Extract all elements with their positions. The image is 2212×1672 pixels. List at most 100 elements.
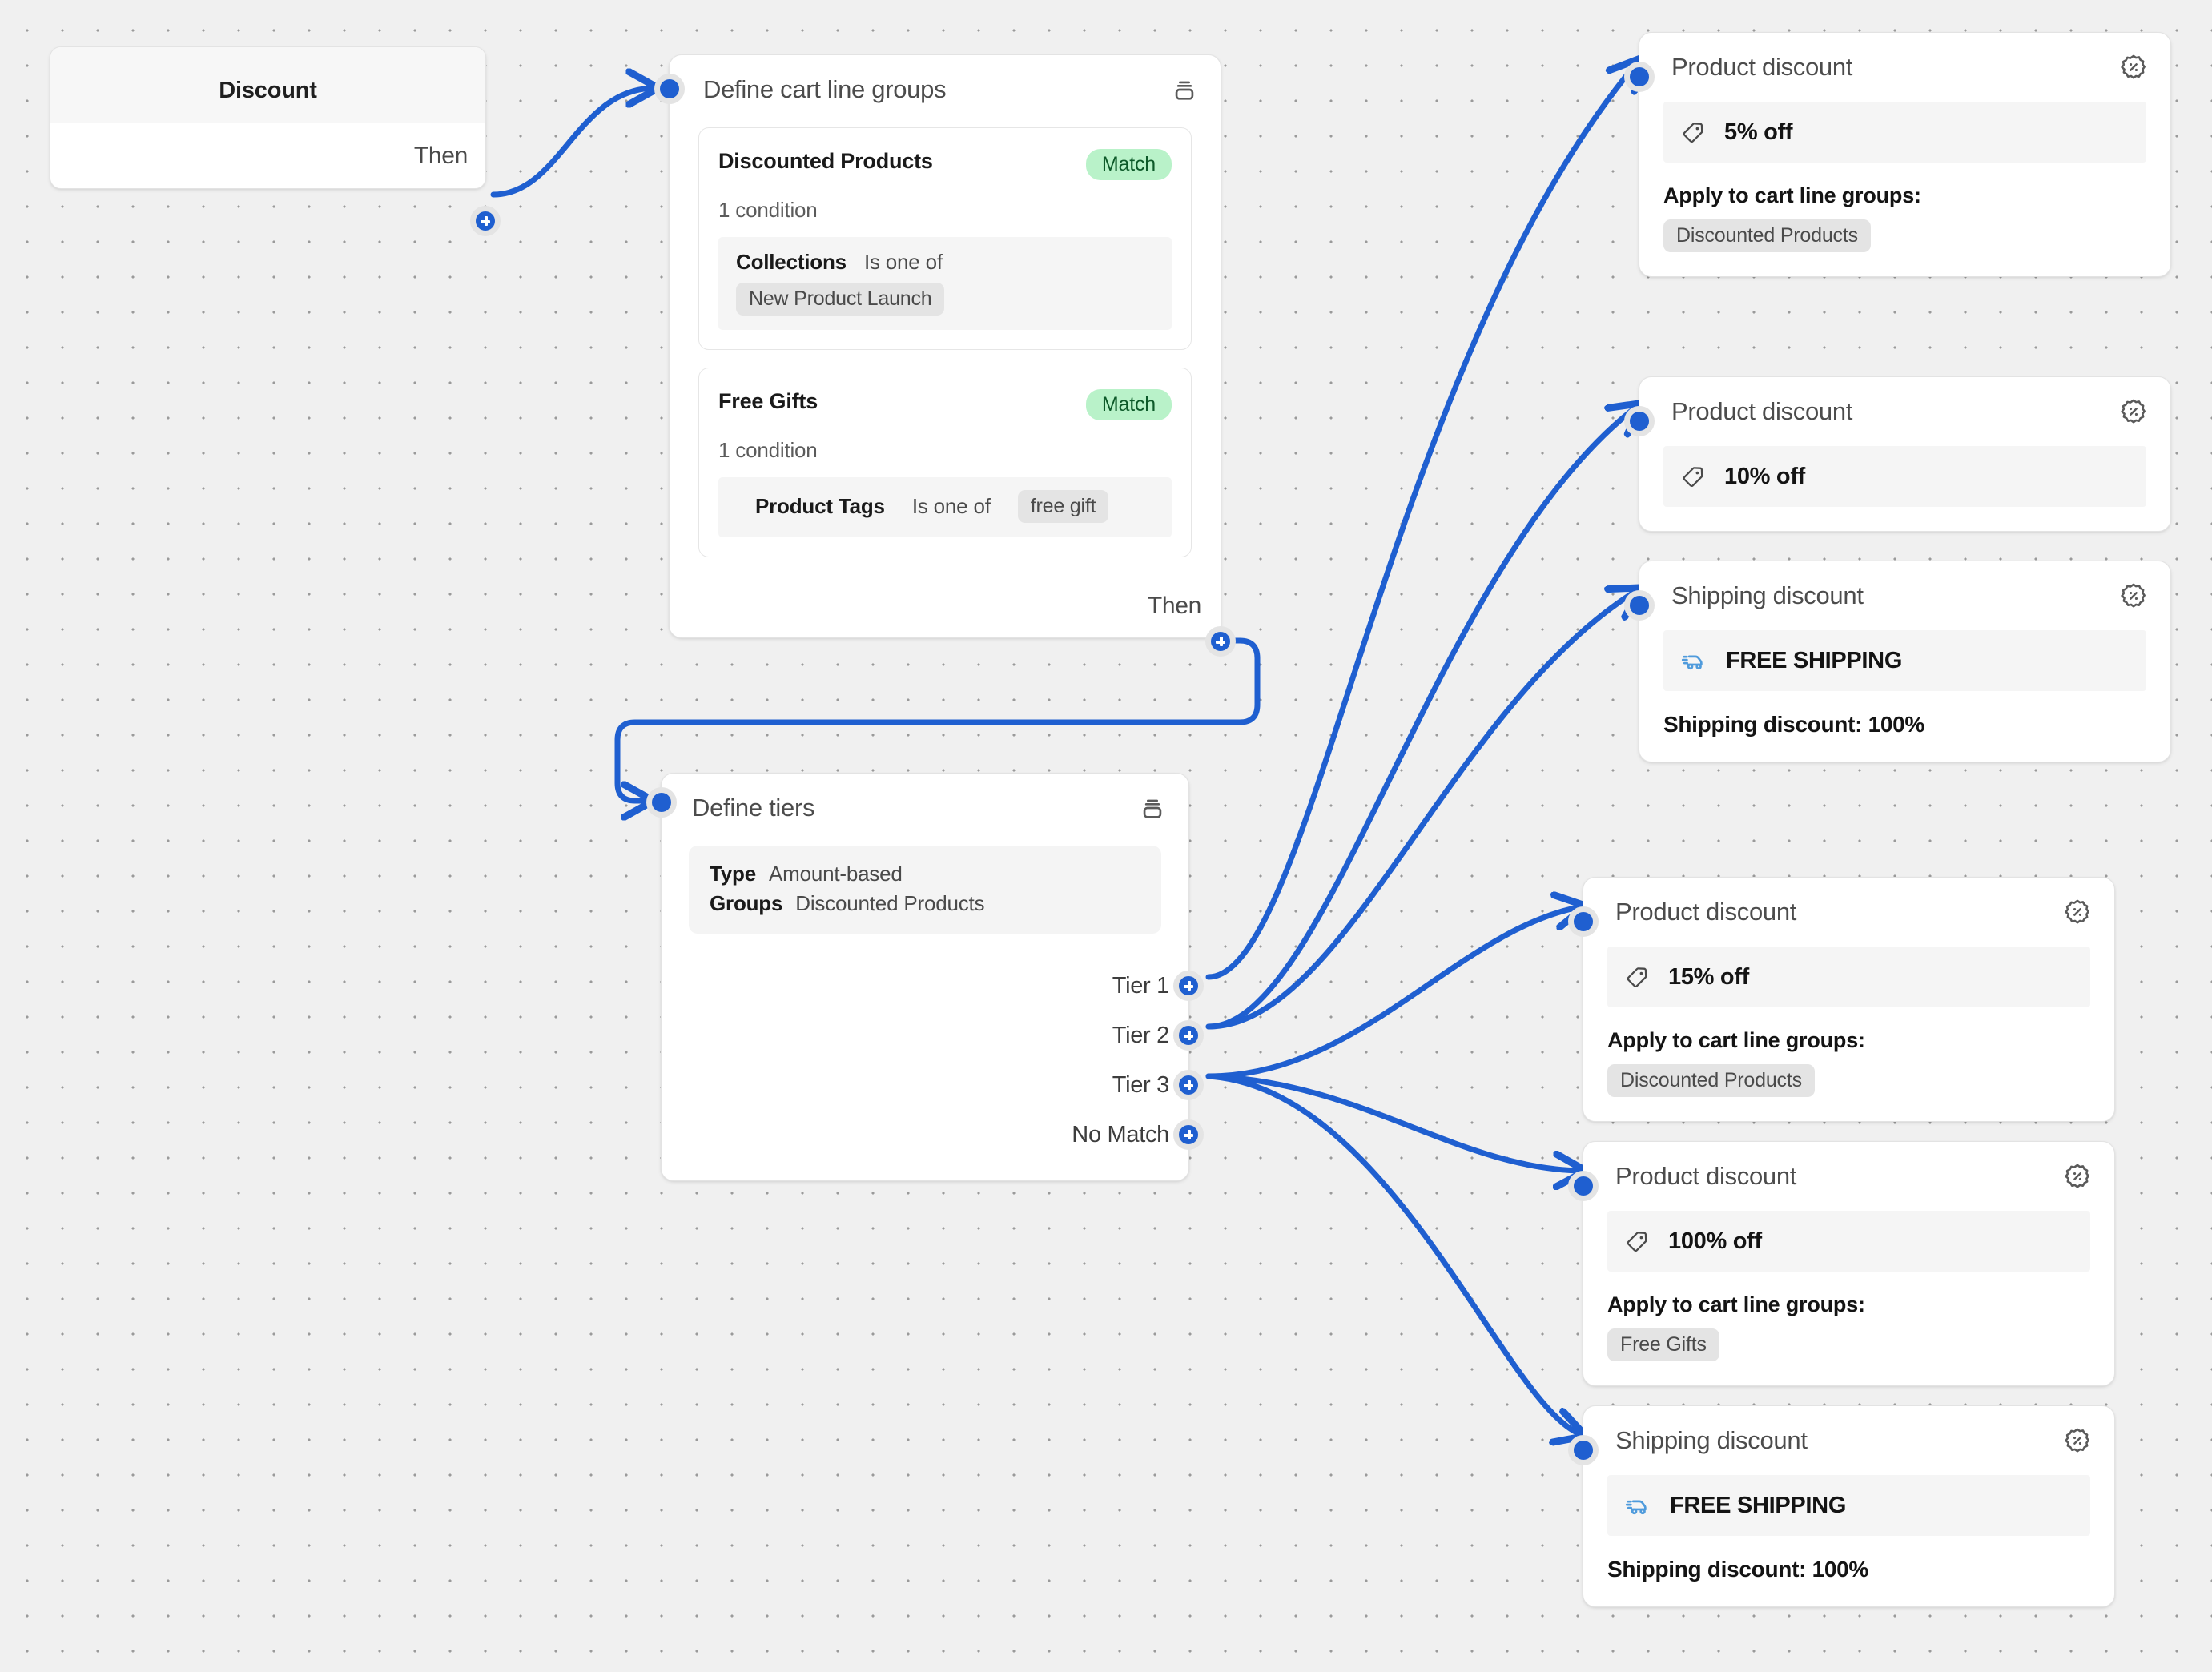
edge-tier2-to-shipping-top	[1205, 589, 1639, 1030]
card-value-box: 10% off	[1663, 446, 2146, 507]
group-name: Free Gifts	[718, 389, 818, 413]
layers-stack-icon[interactable]	[1139, 794, 1166, 822]
tier-1-output-port-plus-icon[interactable]	[1173, 971, 1204, 1001]
groups-then-label: Then	[1147, 593, 1201, 619]
card-input-port[interactable]	[1624, 62, 1655, 92]
group-match-badge: Match	[1085, 389, 1172, 420]
define-tiers-node[interactable]: Define tiers Type Amount-based Groups Di…	[646, 773, 1204, 1181]
card-header: Product discount	[1583, 1142, 2114, 1211]
edge-tier3-to-shipping-bottom	[1205, 1073, 1583, 1435]
condition-field: Product Tags	[755, 494, 885, 518]
tier-2-output-port-plus-icon[interactable]	[1173, 1020, 1204, 1051]
tier-output-row-1[interactable]: Tier 1	[662, 961, 1204, 1011]
group-card-free-gifts[interactable]: Free Gifts Match 1 condition Product Tag…	[698, 368, 1192, 557]
card-header: Shipping discount	[1639, 561, 2170, 630]
apply-group-chip: Discounted Products	[1663, 219, 1871, 252]
tiers-property-groups: Groups Discounted Products	[710, 891, 1140, 916]
card-input-port[interactable]	[1568, 1171, 1599, 1201]
shipping-discount-card-top[interactable]: Shipping discount	[1624, 561, 2171, 762]
layers-stack-icon[interactable]	[1171, 76, 1198, 103]
condition-value-chip: free gift	[1017, 490, 1109, 523]
apply-group-chip: Free Gifts	[1607, 1328, 1719, 1361]
card-title: Shipping discount	[1615, 1426, 1808, 1454]
groups-input-port[interactable]	[654, 74, 685, 104]
start-output-port-plus-icon[interactable]	[470, 206, 501, 236]
tiers-input-port[interactable]	[646, 787, 677, 818]
price-tag-icon	[1681, 119, 1707, 145]
card-input-port[interactable]	[1624, 406, 1655, 436]
card-value-box: 100% off	[1607, 1211, 2090, 1272]
card-input-port[interactable]	[1624, 590, 1655, 621]
product-discount-card-5[interactable]: Product discount 5% off Apply to cart li…	[1624, 32, 2171, 277]
no-match-output-port-plus-icon[interactable]	[1173, 1119, 1204, 1150]
card-title: Product discount	[1615, 1162, 1797, 1190]
percent-badge-icon[interactable]	[2063, 898, 2092, 926]
condition-value-chip: New Product Launch	[736, 283, 945, 316]
group-name: Discounted Products	[718, 149, 933, 173]
groups-node-footer: Then	[670, 575, 1221, 637]
card-value-box: 15% off	[1607, 947, 2090, 1007]
tier-3-output-port-plus-icon[interactable]	[1173, 1070, 1204, 1100]
property-value: Amount-based	[768, 862, 903, 886]
price-tag-icon	[1625, 1228, 1651, 1254]
tier-output-row-no-match[interactable]: No Match	[662, 1110, 1204, 1160]
card-value-box: 5% off	[1663, 102, 2146, 163]
percent-badge-icon[interactable]	[2063, 1162, 2092, 1191]
card-shipping-line: Shipping discount: 100%	[1607, 1557, 1869, 1582]
start-node-header: Discount	[50, 47, 485, 123]
card-apply-label: Apply to cart line groups:	[1607, 1028, 1865, 1052]
start-then-label: Then	[413, 143, 468, 169]
groups-node-header: Define cart line groups	[670, 55, 1221, 124]
card-apply-label: Apply to cart line groups:	[1607, 1292, 1865, 1316]
group-condition-count: 1 condition	[718, 438, 818, 462]
card-apply-groups: Discounted Products	[1663, 219, 2146, 252]
groups-output-port-plus-icon[interactable]	[1205, 626, 1236, 657]
product-discount-card-10[interactable]: Product discount 10% off	[1624, 376, 2171, 532]
card-value: FREE SHIPPING	[1726, 647, 1903, 673]
define-cart-line-groups-node[interactable]: Define cart line groups Discounted Produ…	[654, 54, 1236, 657]
condition-row: Collections Is one of New Product Launch	[718, 237, 1172, 330]
start-node-discount[interactable]: Discount Then	[50, 46, 501, 236]
card-value: 100% off	[1668, 1228, 1762, 1254]
price-tag-icon	[1681, 464, 1707, 489]
percent-badge-icon[interactable]	[2119, 581, 2148, 610]
edge-tier3-to-product15	[1205, 906, 1583, 1079]
card-title: Product discount	[1671, 53, 1853, 81]
product-discount-card-15[interactable]: Product discount 15% off Apply to cart l…	[1568, 877, 2115, 1122]
tier-output-label: Tier 3	[1112, 1071, 1170, 1098]
tiers-node-title: Define tiers	[692, 794, 815, 822]
condition-operator: Is one of	[911, 494, 991, 518]
tiers-properties: Type Amount-based Groups Discounted Prod…	[689, 846, 1161, 934]
card-header: Product discount	[1639, 33, 2170, 102]
condition-operator: Is one of	[863, 250, 943, 274]
property-value: Discounted Products	[795, 891, 985, 915]
percent-badge-icon[interactable]	[2063, 1426, 2092, 1455]
group-match-badge: Match	[1085, 149, 1172, 180]
card-input-port[interactable]	[1568, 1435, 1599, 1465]
card-spacer	[1583, 1361, 2114, 1385]
percent-badge-icon[interactable]	[2119, 397, 2148, 426]
percent-badge-icon[interactable]	[2119, 53, 2148, 82]
card-input-port[interactable]	[1568, 906, 1599, 937]
apply-group-chip: Discounted Products	[1607, 1064, 1815, 1097]
card-spacer	[1583, 1097, 2114, 1121]
groups-node-title: Define cart line groups	[703, 75, 947, 103]
card-shipping-line: Shipping discount: 100%	[1663, 712, 1925, 737]
tier-output-label: No Match	[1072, 1121, 1169, 1147]
card-value: FREE SHIPPING	[1670, 1492, 1847, 1518]
tier-output-row-2[interactable]: Tier 2	[662, 1011, 1204, 1060]
group-card-discounted-products[interactable]: Discounted Products Match 1 condition Co…	[698, 127, 1192, 350]
card-value-box: FREE SHIPPING	[1663, 630, 2146, 691]
card-header: Shipping discount	[1583, 1406, 2114, 1475]
condition-field: Collections	[736, 250, 847, 274]
property-key: Groups	[710, 891, 783, 915]
tier-output-row-3[interactable]: Tier 3	[662, 1060, 1204, 1110]
tiers-output-list: Tier 1 Tier 2 Tier 3 No Match	[662, 961, 1204, 1174]
product-discount-card-100[interactable]: Product discount 100% off Apply to cart …	[1568, 1141, 2115, 1386]
edge-start-to-groups	[490, 88, 655, 198]
tiers-node-header: Define tiers	[662, 774, 1188, 842]
shipping-discount-card-bottom[interactable]: Shipping discount	[1568, 1405, 2115, 1607]
edge-tier1-to-product5	[1205, 61, 1639, 980]
card-header: Product discount	[1639, 377, 2170, 446]
